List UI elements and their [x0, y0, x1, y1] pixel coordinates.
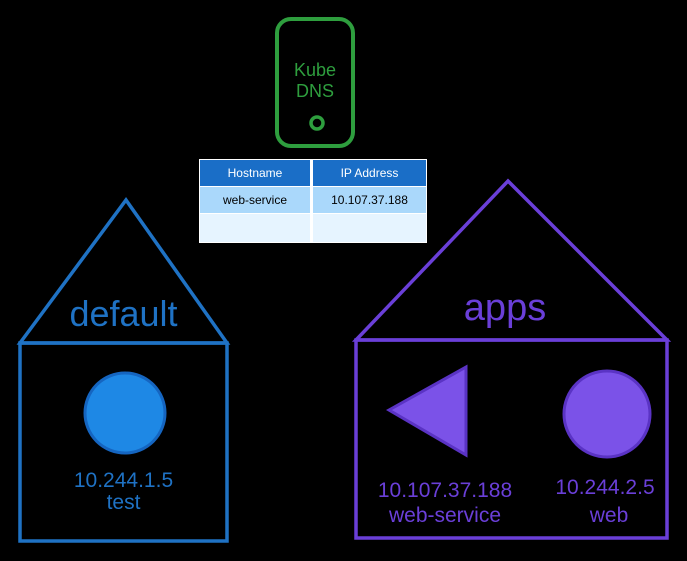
kube-dns-line2: DNS [295, 81, 334, 101]
dns-records-table: Hostname IP Address web-service 10.107.3… [199, 159, 427, 243]
table-header-hostname: Hostname [199, 159, 313, 187]
apps-namespace-title: apps [463, 287, 547, 329]
table-cell-ip: 10.107.37.188 [311, 186, 427, 214]
kube-dns-button-icon [309, 115, 325, 131]
table-row [199, 213, 427, 243]
apps-web-pod-icon [562, 369, 652, 459]
table-header-row: Hostname IP Address [199, 159, 427, 187]
default-pod-ip: 10.244.1.5 [73, 469, 174, 492]
kube-dns-box [275, 17, 355, 148]
apps-service-ip: 10.107.37.188 [377, 479, 513, 502]
default-test-pod-icon [83, 371, 167, 455]
table-header-ip-address: IP Address [311, 159, 427, 187]
table-cell-ip [311, 213, 427, 243]
apps-pod-ip: 10.244.2.5 [555, 476, 655, 499]
apps-service-name: web-service [388, 504, 502, 527]
kube-dns-line1: Kube [293, 60, 337, 80]
default-namespace-title: default [69, 293, 178, 334]
table-row: web-service 10.107.37.188 [199, 186, 427, 214]
table-cell-hostname: web-service [199, 186, 313, 214]
default-namespace-box [18, 341, 229, 543]
default-pod-name: test [106, 491, 141, 514]
apps-web-service-triangle-icon [385, 364, 468, 458]
kube-dns-label: Kube DNS [277, 60, 353, 102]
apps-pod-name: web [589, 504, 629, 527]
apps-namespace-box [354, 338, 669, 540]
table-cell-hostname [199, 213, 313, 243]
